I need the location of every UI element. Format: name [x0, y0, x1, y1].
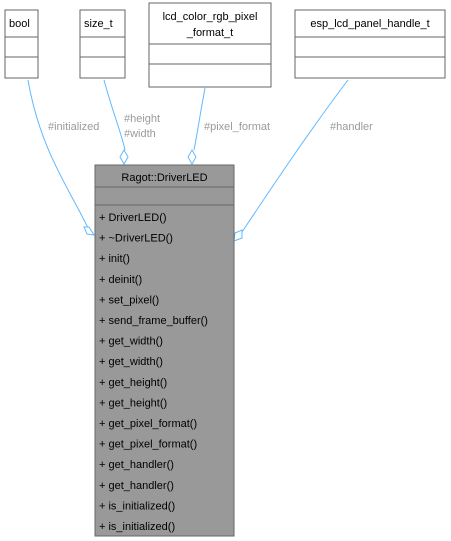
class-title-driver-led: Ragot::DriverLED	[121, 172, 207, 184]
edge-size-t-diamond	[119, 148, 129, 166]
edge-label-pixel-format: #pixel_format	[204, 121, 270, 133]
method-item: + ~DriverLED()	[99, 233, 173, 245]
method-item: + get_pixel_format()	[99, 418, 197, 430]
method-item: + deinit()	[99, 274, 142, 286]
edge-handler-diamond	[233, 229, 243, 242]
method-item: + get_width()	[99, 336, 163, 348]
method-item: + is_initialized()	[99, 500, 175, 512]
edge-label-height: #height	[124, 113, 160, 125]
method-list: + DriverLED() + ~DriverLED() + init() + dei…	[99, 212, 208, 533]
edge-label-initialized: #initialized	[48, 121, 99, 133]
edge-handler	[233, 79, 349, 242]
edge-size-t	[103, 79, 129, 166]
class-title-lcd-color-line2: _format_t	[186, 27, 233, 39]
method-item: + get_handler()	[99, 459, 174, 471]
edge-initialized-diamond	[83, 226, 95, 236]
class-title-lcd-color-line1: lcd_color_rgb_pixel	[163, 11, 258, 23]
class-title-bool: bool	[9, 18, 30, 30]
class-box-driver-led: Ragot::DriverLED + DriverLED()+ ~DriverL…	[94, 164, 235, 537]
class-box-esp-handle: esp_lcd_panel_handle_t	[294, 9, 446, 79]
method-item: + get_width()	[99, 356, 163, 368]
method-item: + get_pixel_format()	[99, 439, 197, 451]
class-box-lcd-color: lcd_color_rgb_pixel _format_t	[148, 2, 272, 88]
edge-pixel-format-diamond	[187, 148, 197, 166]
class-title-esp-handle: esp_lcd_panel_handle_t	[310, 18, 429, 30]
method-item: + get_height()	[99, 397, 167, 409]
method-item: + set_pixel()	[99, 294, 159, 306]
edge-initialized	[27, 79, 95, 236]
edge-label-handler: #handler	[330, 121, 373, 133]
method-item: + init()	[99, 253, 130, 265]
edge-label-width: #width	[124, 128, 156, 140]
method-item: + get_handler()	[99, 480, 174, 492]
class-box-size-t: size_t	[79, 9, 126, 79]
method-item: + get_height()	[99, 377, 167, 389]
method-item: + DriverLED()	[99, 212, 167, 224]
method-item: + is_initialized()	[99, 521, 175, 533]
edge-pixel-format	[187, 87, 206, 166]
method-item: + send_frame_buffer()	[99, 315, 208, 327]
class-box-bool: bool	[4, 9, 39, 79]
class-title-size-t: size_t	[84, 18, 113, 30]
